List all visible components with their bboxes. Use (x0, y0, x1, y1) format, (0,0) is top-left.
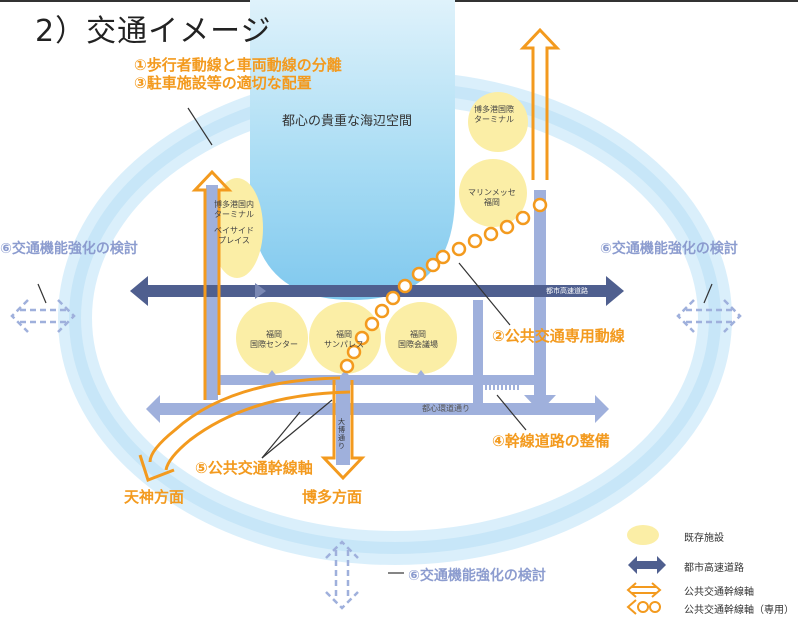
page-title: 2）交通イメージ (35, 14, 272, 49)
label-transit-axis: ⑤公共交通幹線軸 (195, 459, 313, 477)
legend-transit-axis-dedicated: 公共交通幹線軸（専用） (684, 605, 794, 616)
label-trunk-road: ④幹線道路の整備 (492, 432, 610, 450)
label-hakata: 博多方面 (302, 488, 363, 506)
enhance-arrow-bottom (325, 540, 359, 610)
facility-marine-messe (459, 159, 527, 227)
transit-axis-right-top (519, 27, 561, 180)
enhance-arrow-left (10, 299, 76, 333)
dedicated-transit-chain (339, 197, 548, 374)
roads-light (146, 185, 609, 465)
legend-swatch-existing (627, 525, 659, 545)
trunk-road-hatch (481, 378, 519, 390)
transit-axis-hakata (320, 380, 366, 481)
transit-axis-left (191, 169, 233, 400)
label-tenjin: 天神方面 (124, 488, 185, 506)
label-lower-road: 都心環道通り (422, 404, 470, 413)
legend-transit-axis: 公共交通幹線軸 (684, 587, 754, 598)
legend-graphics (626, 525, 666, 615)
label-congress: 福岡 国際会議場 (398, 330, 438, 349)
waterfront-sea (250, 0, 455, 300)
facility-intl-center (236, 302, 308, 374)
headline-line2: ③駐車施設等の適切な配置 (134, 74, 312, 92)
label-enhance-right: ⑥交通機能強化の検討 (600, 241, 738, 257)
facility-bayside (211, 178, 263, 278)
facility-sunpalace (309, 302, 381, 374)
facility-congress (385, 302, 457, 374)
sea-label: 都心の貴重な海辺空間 (282, 114, 413, 129)
expressway-arrow (130, 276, 624, 306)
headline-line1: ①歩行者動線と車両動線の分離 (134, 56, 342, 74)
label-marine-messe: マリンメッセ 福岡 (468, 188, 516, 207)
label-sunpalace: 福岡 サンパレス (324, 330, 364, 349)
enhance-arrow-right (676, 299, 742, 333)
label-vertical-road: 大博通り (338, 418, 345, 450)
label-public-transit-lane: ②公共交通専用動線 (492, 327, 625, 345)
label-hakata-domestic-terminal: 博多港国内 ターミナル (214, 200, 254, 219)
legend-existing: 既存施設 (684, 533, 724, 544)
callout-lines (37, 107, 713, 574)
transit-axis-tenjin (138, 376, 351, 482)
label-hakata-intl-terminal: 博多港国際 ターミナル (474, 105, 514, 124)
label-intl-center: 福岡 国際センター (250, 330, 298, 349)
label-expressway: 都市高速道路 (546, 287, 588, 295)
legend-expressway: 都市高速道路 (684, 563, 744, 574)
label-bayside-place: ベイサイド プレイス (214, 226, 254, 245)
facility-hakata-intl-terminal (468, 92, 528, 152)
label-enhance-left: ⑥交通機能強化の検討 (0, 241, 138, 257)
label-enhance-bottom: ⑥交通機能強化の検討 (408, 568, 546, 584)
